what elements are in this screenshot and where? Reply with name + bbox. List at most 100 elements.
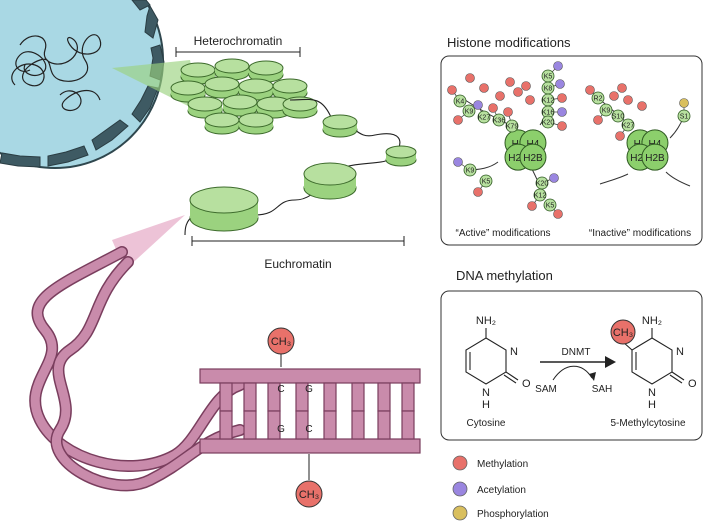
residue-label: K36 [493,118,506,125]
modification-marker [503,107,513,117]
residue-marker [462,104,476,118]
cytosine-o: O [522,378,531,390]
dna-rung-top [243,382,257,412]
methylcytosine-n: N [676,346,684,358]
modification-marker [453,157,463,167]
modification-marker [585,85,595,95]
dna-rung-top [351,382,365,412]
cytosine-caption: Cytosine [467,418,506,429]
residue-marker [541,115,555,129]
modification-marker [593,115,603,125]
residue-marker [492,113,506,127]
base-bottom-left: G [277,424,285,435]
heterochromatin-nucleosome [204,76,240,99]
active-caption: “Active” modifications [455,228,550,239]
modification-marker [549,173,559,183]
residue-label: K12 [534,193,547,200]
residue-label: K16 [542,110,555,117]
residue-label: K5 [482,179,491,186]
heterochromatin-nucleosome [214,58,250,81]
methylation-panel [440,290,703,441]
residue-label: K9 [465,109,474,116]
sam-label: SAM [535,384,557,395]
residue-marker [463,163,477,177]
histone-h2a-label: H2A [508,153,528,164]
dna-rung-bottom [243,410,257,440]
residue-label: K12 [542,98,555,105]
dna-methylation-title: DNA methylation [456,268,553,283]
modification-marker [553,209,563,219]
heterochromatin-nucleosome [238,112,274,135]
modification-marker [473,187,483,197]
modification-marker [495,91,505,101]
modification-marker [447,85,457,95]
sah-label: SAH [592,384,613,395]
residue-label: K27 [478,115,491,122]
residue-label: K27 [622,123,635,130]
dna-rung-bottom [351,410,365,440]
dna-rung-bottom [377,410,391,440]
modification-marker [453,115,463,125]
residue-marker [611,109,625,123]
residue-marker [533,188,547,202]
modification-marker [557,121,567,131]
ch3-top-label: CH₃ [271,336,291,348]
dna-rung-bottom [295,410,309,440]
methylcytosine-o: O [688,378,697,390]
inactive-histone: H3H4H2AH2BR2K9S10K27S1 [585,83,691,187]
nucleus [0,0,165,169]
modification-marker [488,103,498,113]
residue-label: K5 [544,74,553,81]
heterochromatin-nucleosome [272,78,308,101]
residue-label: K20 [542,120,555,127]
nucleosome-4 [189,186,259,232]
inactive-caption: “Inactive” modifications [589,228,691,239]
histone-h2b-label: H2B [645,153,665,164]
ch3-bottom-marker [295,480,323,508]
methylcytosine-h: H [648,399,656,411]
nucleosome-1 [322,114,358,138]
enzyme-label: DNMT [562,347,591,358]
cytosine-h: H [482,399,490,411]
residue-marker [543,198,557,212]
modification-marker [555,79,565,89]
dna-rung-top [323,382,337,412]
ch3-top-marker [267,327,295,355]
residue-label: K79 [506,124,519,131]
dna-rung-bottom [401,410,415,440]
dna-rung-bottom [267,410,281,440]
dna-rung-top [377,382,391,412]
modification-marker [637,101,647,111]
methylcytosine-caption: 5-Methylcytosine [610,418,685,429]
heterochromatin-nucleosome [248,60,284,83]
methylcytosine-structure [622,328,685,385]
methylcytosine-nh2: NH₂ [642,315,662,327]
modification-marker [623,95,633,105]
methylcytosine-n1: N [648,387,656,399]
base-bottom-right: C [305,424,312,435]
cytosine-structure [465,328,519,385]
euchromatin-bracket [191,236,405,246]
dna-ladder [199,368,421,454]
legend: Methylation Acetylation Phosphorylation [452,455,549,521]
legend-swatch-acetylation [452,481,468,497]
heterochromatin-bracket [175,47,301,57]
residue-marker [591,91,605,105]
euchromatin-label: Euchromatin [264,257,331,271]
legend-label-methylation: Methylation [477,459,528,470]
modification-marker [465,73,475,83]
legend-swatch-methylation [452,455,468,471]
residue-marker [621,118,635,132]
histone-h2b-core [641,143,669,171]
modification-marker [615,131,625,141]
residue-marker [479,174,493,188]
residue-label: K9 [602,108,611,115]
residue-label: K5 [546,203,555,210]
base-top-right: G [305,384,313,395]
dna-rung-bottom [323,410,337,440]
histone-h2b-label: H2B [523,153,543,164]
cytosine-nh2: NH₂ [476,315,496,327]
modification-marker [609,91,619,101]
nucleosome-3 [303,162,357,200]
